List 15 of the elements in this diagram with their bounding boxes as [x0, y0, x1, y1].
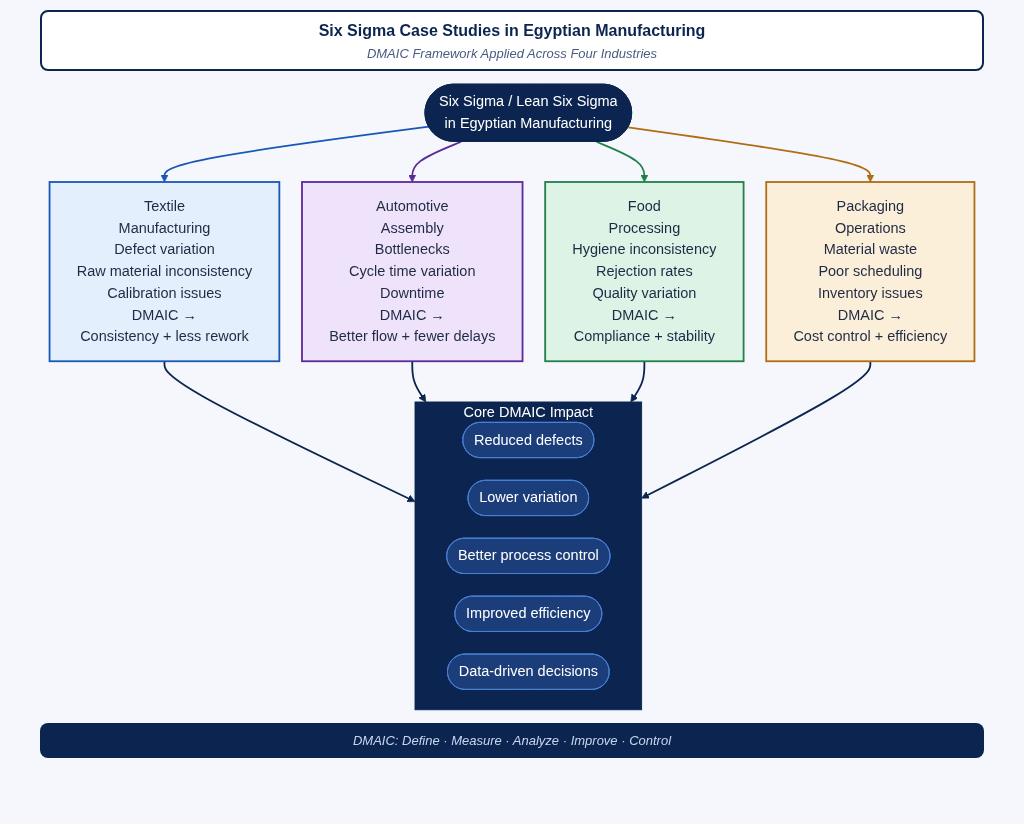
arrow — [163, 360, 416, 503]
arrow — [641, 360, 872, 499]
footer-caption: DMAIC: Define · Measure · Analyze · Improve · Control — [40, 723, 984, 758]
arrow — [595, 140, 649, 183]
arrow — [408, 140, 462, 183]
arrow — [411, 360, 427, 403]
node-box: Textile Manufacturing Defect variation Raw material inconsistency Calibration issues DMAIC → Consistency + less rework — [48, 181, 281, 363]
arrow — [630, 360, 646, 403]
node-box: Food Processing Hygiene inconsistency Rejection rates Quality variation DMAIC → Compliance + stability — [544, 181, 745, 363]
diagram-title: Six Sigma Case Studies in Egyptian Manufacturing — [317, 22, 707, 40]
node-box: Automotive Assembly Bottlenecks Cycle time variation Downtime DMAIC → Better flow + fewer delays — [301, 181, 524, 363]
node-box: Packaging Operations Material waste Poor scheduling Inventory issues DMAIC → Cost control + efficiency — [765, 181, 976, 363]
arrow — [160, 125, 430, 183]
arrow — [627, 126, 875, 183]
subtitle: DMAIC Framework Applied Across Four Industries — [365, 46, 659, 61]
